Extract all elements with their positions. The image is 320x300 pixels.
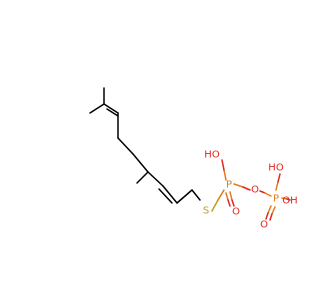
atom-oh-p2-top: HO [268, 163, 284, 174]
bond-p1-oh-o [221, 159, 225, 171]
bond-p2-ohtop [275, 181, 279, 191]
bond-p1-o-double-b2 [227, 199, 231, 207]
bond-c1-c3 [89, 103, 105, 114]
molecule-diagram: S P HO O O P HO OH O [89, 87, 298, 231]
atom-oh-p1: HO [204, 150, 220, 161]
bond-c9-c10 [162, 185, 178, 204]
bond-c9-c10-double [158, 188, 173, 204]
bond-c1-c4-double [106, 108, 119, 117]
atom-sulfur: S [203, 206, 209, 217]
atom-phosphorus-2: P [273, 194, 279, 205]
bond-p1-o-double-a2 [231, 199, 235, 207]
bond-s-p1-phosphorus-half [217, 189, 225, 201]
bond-c10-c11 [176, 189, 193, 204]
atom-o-double-p1: O [232, 207, 240, 218]
atom-o-bridge: O [251, 185, 259, 196]
atom-o-double-p2: O [260, 220, 268, 231]
bond-c5-c6 [117, 137, 134, 155]
bond-obridge-p2-p [264, 192, 272, 197]
structure-svg: S P HO O O P HO OH O [89, 87, 298, 231]
bond-p2-o-double-a2 [265, 212, 269, 220]
bond-s-p1-sulfur-half [211, 199, 219, 212]
bond-p1-obridge [233, 183, 244, 188]
bond-p2-ohtop-o [277, 173, 281, 183]
bond-p2-o-double-a [267, 205, 272, 214]
bond-p2-o-double-b [271, 206, 276, 215]
bond-p1-o-double-b [225, 192, 229, 201]
bond-p1-oh [223, 169, 227, 181]
carbon-skeleton [89, 87, 201, 204]
atom-phosphorus-1: P [226, 180, 232, 191]
bond-obridge-p2-o [259, 190, 266, 194]
bond-c1-c4 [103, 103, 119, 114]
atom-oh-p2-right: OH [282, 196, 297, 207]
bond-p1-o-double-a [229, 191, 233, 201]
bond-p2-o-double-b2 [269, 213, 273, 221]
bond-c11-s [191, 189, 201, 201]
bond-c7-c9 [147, 171, 164, 187]
bond-p2-ohright-o [286, 198, 291, 201]
bond-obridge-p1-o [242, 186, 251, 191]
bond-p2-ohright [281, 197, 288, 200]
bond-c6-c7 [132, 153, 149, 173]
bond-c7-c8 [136, 171, 149, 184]
